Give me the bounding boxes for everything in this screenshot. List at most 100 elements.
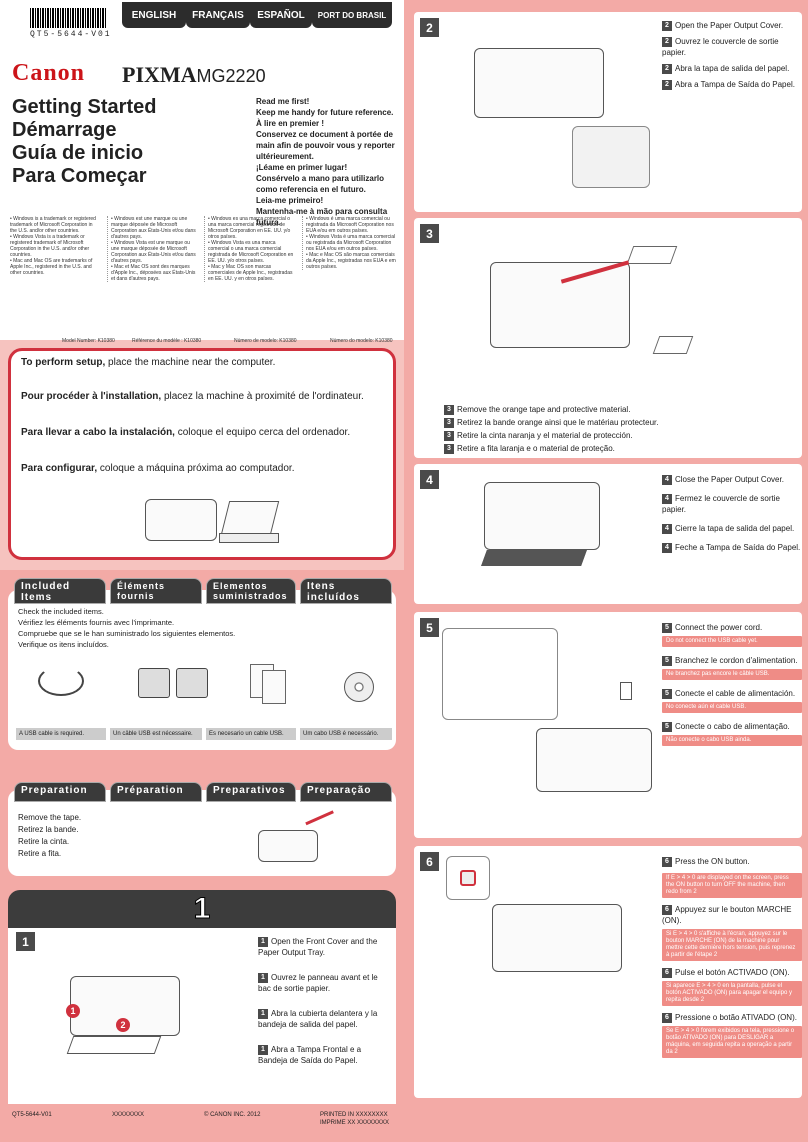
printer-on-illustration [492, 904, 622, 972]
callout-2-icon: 2 [116, 1018, 130, 1032]
setup-text-en: place the machine near the computer. [105, 357, 276, 368]
step4-number: 4 [420, 470, 439, 489]
step5-number: 5 [420, 618, 439, 637]
laptop-illustration [220, 501, 280, 535]
callout-1-icon: 1 [66, 1004, 80, 1018]
step3-icon-fr: 3 [444, 417, 454, 428]
usb-note-pt: Um cabo USB é necessário. [300, 728, 392, 740]
setup-bold-fr: Pour procéder à l'installation, [21, 391, 162, 402]
prep-tab-fr: Préparation [110, 782, 202, 802]
step5-note-es: No conecte aún el cable USB. [662, 702, 802, 713]
cartridge-color-icon [176, 668, 208, 698]
step6-text-en: Press the ON button. [675, 857, 750, 866]
footer-xx: XXXXXXXX [112, 1112, 145, 1118]
step2-text-fr: Ouvrez le couvercle de sortie papier. [662, 37, 779, 57]
setup-line-pt: Para configurar, coloque a máquina próxi… [21, 463, 294, 474]
step4-icon-pt: 4 [662, 542, 672, 553]
step4-text-fr: Fermez le couvercle de sortie papier. [662, 494, 780, 514]
big-step-bar: 1 [8, 890, 396, 928]
tab-english[interactable]: ENGLISH [122, 2, 186, 28]
tab-francais[interactable]: FRANÇAIS [186, 2, 250, 28]
model-number-es: Número de modelo: K10380 [234, 338, 297, 344]
footer-printed: PRINTED IN XXXXXXXX [320, 1112, 388, 1118]
step5-text-en: Connect the power cord. [675, 623, 763, 632]
usb-note-en: A USB cable is required. [16, 728, 106, 740]
step5-icon-es: 5 [662, 688, 672, 699]
manual-icon-2 [262, 670, 286, 704]
step5-note-en: Do not connect the USB cable yet. [662, 636, 802, 647]
read-first-en-1: Read me first! [256, 97, 310, 106]
printer-close-cover-illustration [484, 482, 600, 550]
step3-icon-en: 3 [444, 404, 454, 415]
on-button-detail [446, 856, 490, 900]
tab-portugues[interactable]: PORT DO BRASIL [312, 2, 392, 28]
setup-line-en: To perform setup, place the machine near… [21, 357, 275, 368]
step1-text-en: Open the Front Cover and the Paper Outpu… [258, 937, 378, 957]
step2-icon-en: 2 [662, 20, 672, 31]
title-block: Getting Started Démarrage Guía de inicio… [12, 96, 156, 188]
step1-icon-fr: 1 [258, 972, 268, 983]
tab-espanol[interactable]: ESPAÑOL [250, 2, 312, 28]
printer-output-cover-illustration [474, 48, 604, 118]
power-button-icon [460, 870, 476, 886]
included-line-pt: Verifique os itens incluídos. [18, 640, 109, 649]
included-line-en: Check the included items. [18, 607, 104, 616]
trademark-en: • Windows is a trademark or registered t… [10, 216, 96, 276]
close-tray [481, 550, 587, 566]
read-first-es-2: Consérvelo a mano para utilizarlo como r… [256, 174, 385, 194]
step2-icon-pt: 2 [662, 79, 672, 90]
big-step-number: 1 [193, 892, 211, 926]
step6-icon-fr: 6 [662, 904, 672, 915]
cartridge-icon [138, 668, 170, 698]
step4-icon-fr: 4 [662, 493, 672, 504]
setup-bold-en: To perform setup, [21, 357, 106, 368]
step1-icon-es: 1 [258, 1008, 268, 1019]
setup-text-es: coloque el equipo cerca del ordenador. [174, 427, 351, 438]
step6-note-pt: Se E > 4 > 0 forem exibidos na tela, pre… [662, 1026, 802, 1058]
step6-icon-es: 6 [662, 967, 672, 978]
prep-tab-pt: Preparação [300, 782, 392, 802]
prep-line-pt: Retire a fita. [18, 849, 62, 858]
step6-note-es: Si aparece E > 4 > 0 en la pantalla, pul… [662, 981, 802, 1006]
step5-text-es: Conecte el cable de alimentación. [675, 689, 796, 698]
read-first-es-1: ¡Léame en primer lugar! [256, 163, 348, 172]
step6-icon-pt: 6 [662, 1012, 672, 1023]
step4-text-en: Close the Paper Output Cover. [675, 475, 784, 484]
step2-text-es: Abra la tapa de salida del papel. [675, 64, 790, 73]
prep-tab-es: Preparativos [206, 782, 296, 802]
step3-icon-pt: 3 [444, 443, 454, 454]
step3-number: 3 [420, 224, 439, 243]
trademark-es: • Windows es una marca comercial o una m… [204, 216, 298, 282]
read-first-block: Read me first! Keep me handy for future … [256, 96, 396, 228]
footer-imprime: IMPRIME XX XXXXXXXX [320, 1120, 390, 1126]
included-tab-pt: Itens incluídos [300, 578, 392, 604]
model-number-pt: Número do modelo: K10380 [330, 338, 393, 344]
step2-text-pt: Abra a Tampa de Saída do Papel. [675, 80, 795, 89]
step4-icon-es: 4 [662, 523, 672, 534]
included-lines: Check the included items. Vérifiez les é… [18, 606, 235, 650]
setup-text-fr: placez la machine à proximité de l'ordin… [161, 391, 364, 402]
step6-note-en: If E > 4 > 0 are displayed on the screen… [662, 873, 802, 898]
step1-text-es: Abra la cubierta delantera y la bandeja … [258, 1009, 378, 1029]
step6-number: 6 [420, 852, 439, 871]
